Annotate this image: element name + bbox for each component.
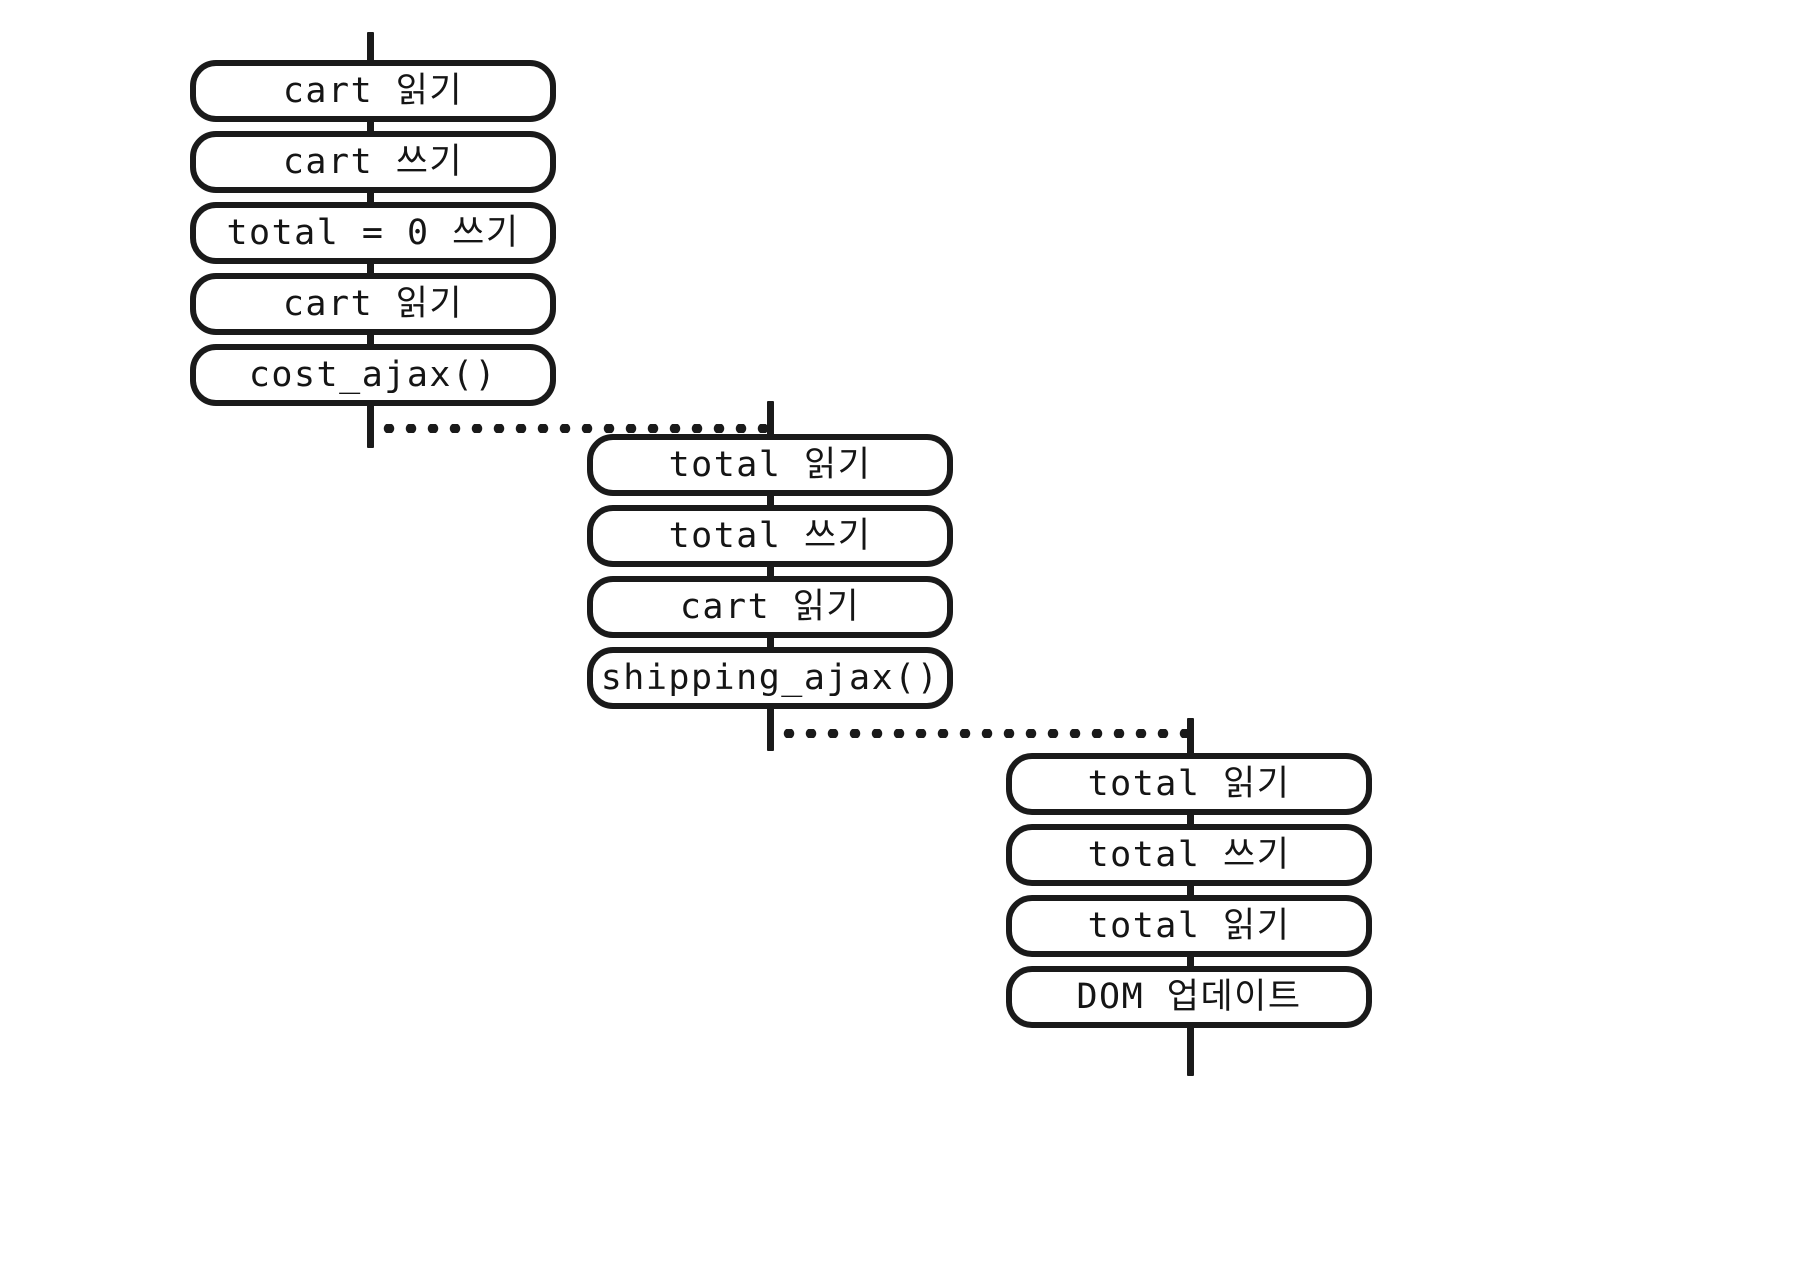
- timeline-2-step-2[interactable]: total 쓰기: [587, 505, 953, 567]
- timeline-1-axis-bottom: [367, 402, 374, 448]
- timeline-2-axis-s3-s4: [767, 634, 774, 656]
- timeline-1-step-4[interactable]: cart 읽기: [190, 273, 556, 335]
- timeline-3-axis-s1-s2: [1187, 811, 1194, 833]
- step-label: total 읽기: [668, 444, 872, 485]
- timeline-1-step-2[interactable]: cart 쓰기: [190, 131, 556, 193]
- step-label: cart 읽기: [282, 283, 464, 324]
- timeline-1-axis-s3-s4: [367, 260, 374, 282]
- timeline-3-axis-top: [1187, 718, 1194, 762]
- step-label: cart 쓰기: [282, 141, 464, 182]
- timeline-1-axis-s2-s3: [367, 189, 374, 211]
- step-label: cost_ajax(): [248, 354, 498, 395]
- step-label: total = 0 쓰기: [226, 212, 520, 253]
- step-label: total 쓰기: [1087, 834, 1291, 875]
- timeline-2-step-3[interactable]: cart 읽기: [587, 576, 953, 638]
- connector-2: [778, 729, 1190, 738]
- timeline-3-axis-s2-s3: [1187, 882, 1194, 904]
- step-label: shipping_ajax(): [600, 657, 940, 698]
- timeline-3-step-2[interactable]: total 쓰기: [1006, 824, 1372, 886]
- timeline-2-axis-top: [767, 401, 774, 446]
- timeline-1-step-1[interactable]: cart 읽기: [190, 60, 556, 122]
- timeline-2-step-1[interactable]: total 읽기: [587, 434, 953, 496]
- timeline-1-axis-s4-s5: [367, 331, 374, 353]
- timeline-2-axis-s1-s2: [767, 492, 774, 514]
- timeline-2-axis-s2-s3: [767, 563, 774, 585]
- step-label: DOM 업데이트: [1076, 976, 1302, 1017]
- connector-1: [378, 424, 770, 433]
- timeline-1-axis-s1-s2: [367, 118, 374, 140]
- step-label: total 읽기: [1087, 763, 1291, 804]
- step-label: cart 읽기: [282, 70, 464, 111]
- timeline-3-step-3[interactable]: total 읽기: [1006, 895, 1372, 957]
- timeline-1-step-5[interactable]: cost_ajax(): [190, 344, 556, 406]
- step-label: cart 읽기: [679, 586, 861, 627]
- timeline-3-axis-s3-s4: [1187, 953, 1194, 975]
- timeline-1-axis-top: [367, 32, 374, 72]
- timeline-3-step-1[interactable]: total 읽기: [1006, 753, 1372, 815]
- timeline-1-step-3[interactable]: total = 0 쓰기: [190, 202, 556, 264]
- timeline-2-step-4[interactable]: shipping_ajax(): [587, 647, 953, 709]
- step-label: total 읽기: [1087, 905, 1291, 946]
- step-label: total 쓰기: [668, 515, 872, 556]
- timeline-2-axis-bottom: [767, 705, 774, 751]
- timeline-3-step-4[interactable]: DOM 업데이트: [1006, 966, 1372, 1028]
- timeline-3-axis-bottom: [1187, 1024, 1194, 1076]
